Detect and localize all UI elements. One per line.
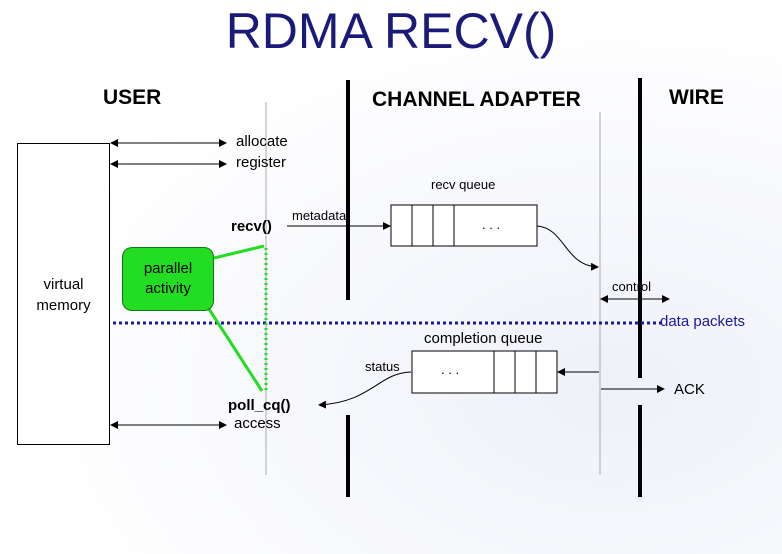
channel-adapter-column-header: CHANNEL ADAPTER [372,88,581,111]
recv-call-label: recv() [231,218,272,235]
completion-queue-box [411,350,558,394]
recv-queue-label: recv queue [431,177,496,192]
virtual-memory-label: virtual memory [36,276,91,314]
completion-queue-dots: . . . [441,362,460,377]
data-packets-label: data packets [660,313,746,330]
parallel-link-upper [213,244,265,260]
status-arrow [318,371,412,409]
control-label: control [612,279,652,294]
parallel-activity-box [122,247,214,311]
status-label: status [365,359,400,374]
poll-cq-call-label: poll_cq() [228,397,291,414]
completion-queue-label: completion queue [424,330,543,347]
user-column-header: USER [103,86,162,109]
recv-queue-dequeue-arrow [536,225,599,271]
wire-column-header: WIRE [669,86,724,109]
parallel-link-lower [207,308,264,392]
ack-label: ACK [674,381,705,398]
parallel-activity-label: parallel activity [143,260,193,297]
recv-queue-box [390,204,538,247]
recv-queue-dots: . . . [482,217,501,232]
register-label: register [236,154,287,171]
allocate-label: allocate [236,133,288,150]
page-title: RDMA RECV() [225,3,557,59]
virtual-memory-box [17,143,110,445]
access-label: access [234,415,281,432]
metadata-label: metadata [292,208,347,223]
